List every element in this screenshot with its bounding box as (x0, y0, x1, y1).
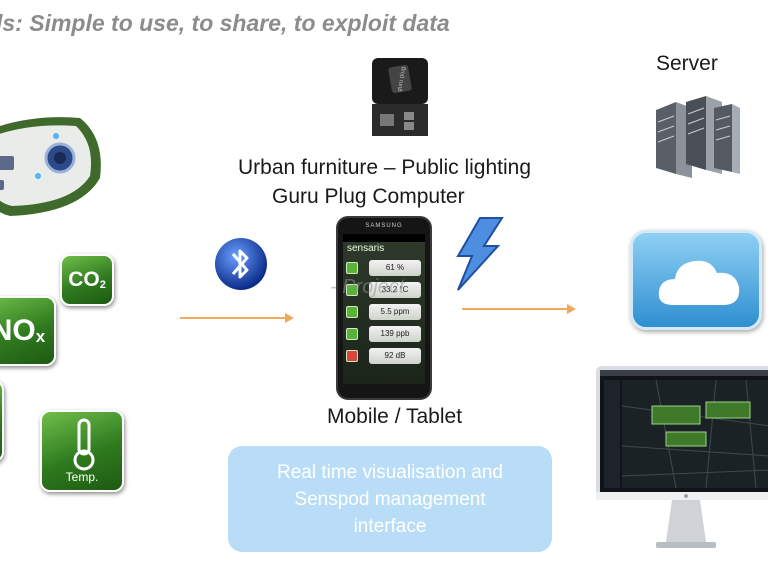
nox-label: NO (0, 314, 36, 347)
temperature-sensor-tile: Temp. (40, 410, 124, 492)
flow-arrow-sensors-to-mobile (180, 313, 294, 323)
server-icon (656, 96, 740, 178)
mobile-tablet-label: Mobile / Tablet (327, 405, 463, 428)
info-line-1: Real time visualisation and (276, 461, 503, 483)
sensor-icon (346, 328, 358, 340)
cloud-icon (630, 230, 762, 330)
co2-subscript: 2 (99, 279, 106, 291)
visualisation-info-box: Real time visualisation and Senspod mana… (228, 446, 552, 552)
info-line-2: Senspod management (294, 488, 486, 510)
reading-value: 5.5 ppm (369, 304, 421, 320)
phone-brand: SAMSUNG (365, 223, 403, 229)
reading-row: 61 % (343, 258, 425, 278)
svg-text:guru plug: guru plug (397, 67, 407, 93)
reading-row: 5.5 ppm (343, 302, 425, 322)
cloud-shape (658, 260, 740, 305)
sensor-icon (346, 350, 358, 362)
server-label: Server (656, 52, 718, 75)
reading-row: 139 ppb (343, 324, 425, 344)
reading-value: 61 % (369, 260, 421, 276)
lightning-icon (456, 217, 504, 291)
flow-arrow-mobile-to-cloud (462, 304, 576, 314)
thermometer-icon (73, 418, 95, 471)
sensor-icon (346, 262, 358, 274)
reading-value: 92 dB (369, 348, 421, 364)
sensor-icon (346, 284, 358, 296)
bluetooth-icon (215, 238, 267, 290)
slide-title: ls: Simple to use, to share, to exploit … (0, 10, 450, 36)
guru-plug-device-icon: guru plug (372, 58, 428, 136)
guru-plug-label: Guru Plug Computer (272, 185, 465, 208)
phone-screen: sensaris 61 % 33.2 °C 5.5 ppm 139 ppb 92… (343, 234, 425, 384)
reading-row: 33.2 °C (343, 280, 425, 300)
urban-furniture-label: Urban furniture – Public lighting (238, 156, 531, 179)
reading-row: 92 dB (343, 346, 425, 366)
temp-label: Temp. (65, 470, 99, 484)
partial-sensor-tile (0, 380, 4, 462)
reading-value: 33.2 °C (369, 282, 421, 298)
nox-subscript: x (35, 327, 46, 346)
info-line-3: interface (353, 515, 427, 537)
sensor-device-icon (0, 117, 101, 216)
watermark: - Project (330, 276, 405, 298)
app-name: sensaris (347, 243, 385, 254)
monitor-icon (596, 366, 768, 548)
mobile-phone: SAMSUNG sensaris 61 % 33.2 °C 5.5 ppm 13… (336, 216, 432, 400)
reading-value: 139 ppb (369, 326, 421, 342)
sensor-icon (346, 306, 358, 318)
phone-statusbar (343, 234, 425, 242)
co2-label: CO (68, 268, 100, 291)
